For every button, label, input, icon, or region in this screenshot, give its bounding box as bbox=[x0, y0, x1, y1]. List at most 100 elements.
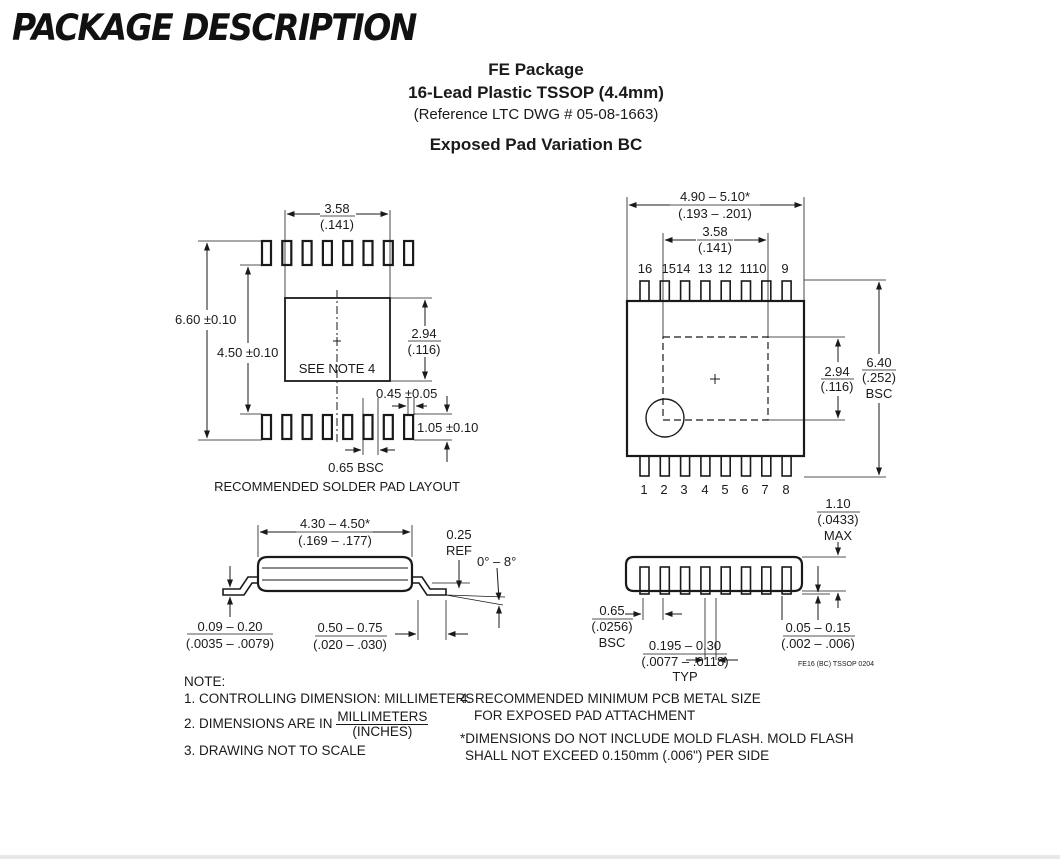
note-2-numerator: MILLIMETERS bbox=[336, 709, 429, 725]
end-lead bbox=[679, 566, 691, 595]
pin-lower bbox=[740, 455, 752, 477]
package-lead-description: 16-Lead Plastic TSSOP (4.4mm) bbox=[408, 83, 664, 102]
solder-pad-bottom bbox=[281, 413, 293, 441]
dim-epad-width-mm: 2.94 bbox=[824, 364, 849, 379]
dim-pad-in: (.116) bbox=[408, 342, 441, 357]
pin-label-6: 6 bbox=[741, 482, 748, 497]
height-max: MAX bbox=[824, 528, 853, 543]
side-view-labels: 4.30 – 4.50* (.169 – .177) 0.25 REF 0° –… bbox=[186, 516, 516, 652]
end-lead bbox=[720, 566, 732, 595]
note-4-line2: FOR EXPOSED PAD ATTACHMENT bbox=[474, 708, 696, 723]
standoff-in: (.002 – .006) bbox=[781, 636, 855, 651]
pin-label-8: 8 bbox=[782, 482, 789, 497]
end-view-labels: 1.10 (.0433) MAX 0.65 (.0256) BSC 0.195 … bbox=[591, 496, 874, 684]
height-mm: 1.10 bbox=[825, 496, 850, 511]
note-star-line1: *DIMENSIONS DO NOT INCLUDE MOLD FLASH. M… bbox=[460, 731, 854, 746]
end-body-outline bbox=[624, 555, 804, 593]
top-view-labels: 4.90 – 5.10* (.193 – .201) 3.58 (.141) 1… bbox=[638, 189, 896, 497]
note-4-line1: 4. RECOMMENDED MINIMUM PCB METAL SIZE bbox=[460, 691, 761, 706]
pin-label-4: 4 bbox=[701, 482, 708, 497]
end-view bbox=[624, 542, 846, 663]
note-2-prefix: 2. DIMENSIONS ARE IN bbox=[184, 716, 333, 732]
solder-pad-top bbox=[321, 239, 333, 267]
top-view-pins-lower bbox=[639, 455, 792, 477]
pin-label-1: 1 bbox=[640, 482, 647, 497]
pin-upper bbox=[740, 280, 752, 302]
dim-epad-width-in: (.116) bbox=[821, 379, 854, 394]
end-view-leads bbox=[639, 566, 792, 595]
solder-pad-top bbox=[342, 239, 354, 267]
pitch-bsc: BSC bbox=[599, 635, 626, 650]
solder-layout-caption: RECOMMENDED SOLDER PAD LAYOUT bbox=[214, 479, 460, 494]
solder-layout-labels: 3.58 (.141) 6.60 ±0.10 4.50 ±0.10 2.94 (… bbox=[175, 201, 478, 494]
ref-value: 0.25 bbox=[446, 527, 471, 542]
pin-label-2: 2 bbox=[660, 482, 667, 497]
pin-label-5: 5 bbox=[721, 482, 728, 497]
solder-pad-top bbox=[260, 239, 273, 267]
dim-body-length-mm: 4.90 – 5.10* bbox=[680, 189, 750, 204]
package-body-top bbox=[625, 299, 806, 458]
top-view-pins-upper bbox=[639, 280, 792, 302]
lead-width-typ: TYP bbox=[672, 669, 697, 684]
end-lead bbox=[659, 566, 671, 595]
exposed-pad-outline bbox=[662, 336, 769, 421]
dim-overall-width-in: (.252) bbox=[862, 370, 896, 385]
dim-overall-width-mm: 6.40 bbox=[866, 355, 891, 370]
dim-body-side-in: (.169 – .177) bbox=[298, 533, 372, 548]
pin-lower bbox=[639, 455, 650, 477]
pin-lower bbox=[760, 455, 772, 477]
note-2-denominator: (INCHES) bbox=[352, 724, 413, 739]
pin-label-16: 16 bbox=[638, 261, 652, 276]
package-name: FE Package bbox=[488, 60, 584, 79]
solder-pad-bottom bbox=[382, 413, 394, 441]
notes-left: NOTE: 1. CONTROLLING DIMENSION: MILLIMET… bbox=[184, 673, 474, 759]
side-body-outline bbox=[256, 555, 414, 593]
dim-overall-width-bsc: BSC bbox=[866, 386, 893, 401]
pin-lower bbox=[781, 455, 792, 477]
solder-pad-top bbox=[362, 239, 374, 267]
pin-upper bbox=[760, 280, 772, 302]
pin-label-11-10: 1110 bbox=[740, 261, 767, 276]
dim-overall-width: 6.60 ±0.10 bbox=[175, 312, 236, 327]
solder-pad-bottom bbox=[403, 413, 415, 441]
dim-pad-width: 0.45 ±0.05 bbox=[376, 386, 437, 401]
lead-width-in: (.0077 – .0118) bbox=[641, 654, 728, 669]
lead-thickness-mm: 0.09 – 0.20 bbox=[197, 619, 262, 634]
end-lead bbox=[781, 566, 792, 595]
pin-label-3: 3 bbox=[680, 482, 687, 497]
pin-upper bbox=[720, 280, 732, 302]
variation-title: Exposed Pad Variation BC bbox=[429, 135, 643, 154]
pin-lower bbox=[720, 455, 732, 477]
solder-pads-bottom bbox=[260, 413, 415, 441]
pin-label-12: 12 bbox=[718, 261, 732, 276]
notes-title: NOTE: bbox=[184, 674, 226, 689]
pitch-in: (.0256) bbox=[591, 619, 632, 634]
note-2-fraction: MILLIMETERS (INCHES) bbox=[336, 709, 429, 739]
pin-label-15-14: 1514 bbox=[662, 261, 691, 276]
page-title: PACKAGE DESCRIPTION bbox=[12, 6, 417, 49]
solder-pad-top bbox=[301, 239, 313, 267]
foot-length-mm: 0.50 – 0.75 bbox=[317, 620, 382, 635]
foot-length-in: (.020 – .030) bbox=[313, 637, 387, 652]
end-lead bbox=[639, 566, 650, 595]
bottom-divider bbox=[0, 855, 1060, 859]
note-1: 1. CONTROLLING DIMENSION: MILLIMETERS bbox=[184, 691, 475, 706]
pin-upper bbox=[639, 280, 650, 302]
pin-upper bbox=[700, 280, 711, 302]
pin-lower bbox=[659, 455, 671, 477]
solder-pad-bottom bbox=[301, 413, 313, 441]
solder-pad-layout bbox=[198, 210, 452, 462]
solder-pad-bottom bbox=[342, 413, 354, 441]
see-note-label: SEE NOTE 4 bbox=[299, 361, 376, 376]
dim-pad-length: 1.05 ±0.10 bbox=[417, 420, 478, 435]
solder-pad-bottom bbox=[362, 413, 374, 441]
dim-epad-length-mm: 3.58 bbox=[702, 224, 727, 239]
end-lead bbox=[740, 566, 752, 595]
standoff-mm: 0.05 – 0.15 bbox=[785, 620, 850, 635]
reference-drawing: (Reference LTC DWG # 05-08-1663) bbox=[413, 106, 659, 123]
end-lead bbox=[700, 566, 711, 595]
lead-width-mm: 0.195 – 0.30 bbox=[649, 638, 721, 653]
side-view bbox=[222, 525, 506, 640]
dim-pitch: 0.65 BSC bbox=[328, 460, 384, 475]
